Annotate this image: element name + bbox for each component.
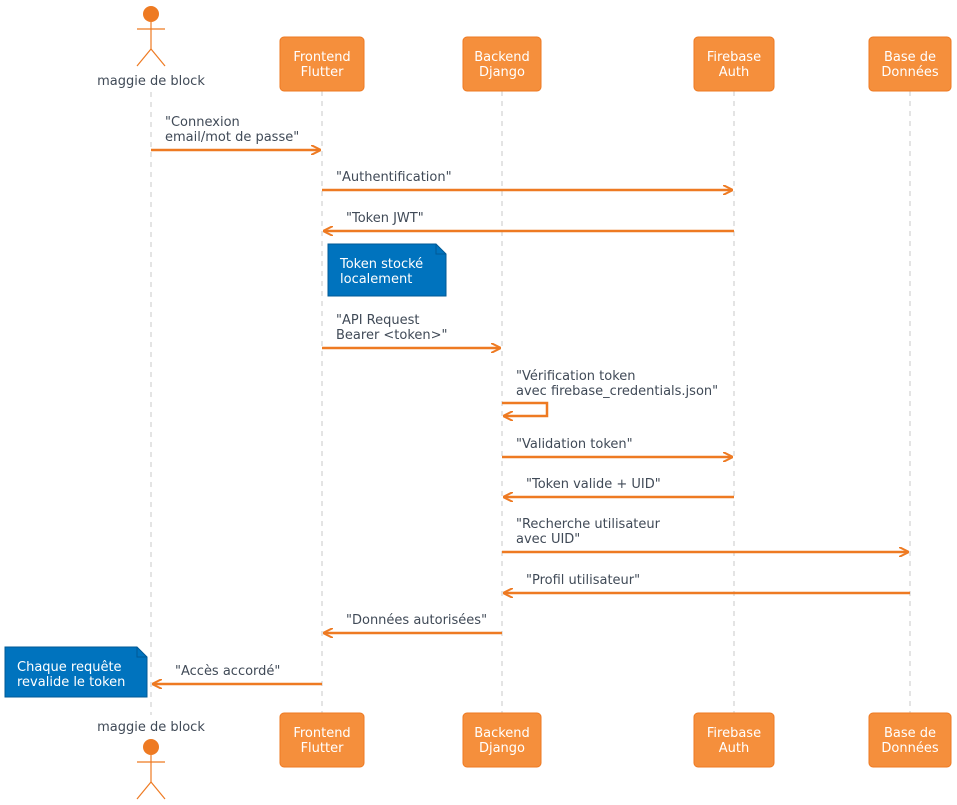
actor-head-icon [143,6,159,22]
actor-leg-left [136,48,152,67]
note-box [327,243,447,297]
participant-label-backend-bottom: Django [479,741,525,756]
actor-leg-left [136,781,152,800]
participant-box-firebase-bottom [693,712,775,768]
participant-label-db-bottom: Base de [884,726,936,741]
self-message-arrow [502,401,549,416]
actor-figure-top [136,6,166,67]
participant-box-db-bottom [868,712,952,768]
message-label: "Profil utilisateur" [526,573,640,588]
participant-box-firebase-top [693,36,775,92]
actor-leg-right [150,48,166,67]
message-label: "Token JWT" [346,211,424,226]
actor-label-bottom: maggie de block [97,720,205,735]
participant-label-backend-top: Django [479,65,525,80]
message-label: "Validation token" [516,437,633,452]
note-label: Token stocké [339,257,423,272]
participant-box-db-top [868,36,952,92]
participant-label-frontend-bottom: Frontend [293,726,350,741]
participant-label-firebase-bottom: Auth [719,741,749,756]
note-label: localement [340,272,412,287]
participant-label-firebase-top: Auth [719,65,749,80]
participant-label-frontend-bottom: Flutter [301,741,345,756]
participant-label-firebase-top: Firebase [707,50,761,65]
message-label: "API Request [336,313,419,328]
message-label: "Token valide + UID" [526,477,661,492]
participant-box-frontend-top [279,36,365,92]
message-label: "Connexion [165,115,240,130]
participant-label-backend-top: Backend [474,50,530,65]
actor-label-top: maggie de block [97,74,205,89]
message-label: avec firebase_credentials.json" [516,384,718,399]
message-label: avec UID" [516,532,580,547]
actor-figure-bottom [136,739,166,800]
message-label: email/mot de passe" [165,130,299,145]
actor-leg-right [150,781,166,800]
note-label: revalide le token [17,675,125,690]
note-label: Chaque requête [17,660,122,675]
message-label: "Recherche utilisateur [516,517,661,532]
note-fold [136,647,147,658]
actor-head-icon [143,739,159,755]
message-label: "Vérification token [516,369,636,384]
participant-label-backend-bottom: Backend [474,726,530,741]
participant-label-firebase-bottom: Firebase [707,726,761,741]
note-fold [435,244,446,255]
participant-box-backend-top [462,36,542,92]
note-box [4,646,148,698]
participant-box-frontend-bottom [279,712,365,768]
participant-box-backend-bottom [462,712,542,768]
participant-label-db-top: Données [881,65,938,80]
message-label: "Accès accordé" [175,664,280,679]
message-label: Bearer <token>" [336,328,448,343]
participant-label-db-bottom: Données [881,741,938,756]
message-label: "Authentification" [336,170,452,185]
participant-label-frontend-top: Flutter [301,65,345,80]
participant-label-db-top: Base de [884,50,936,65]
participant-label-frontend-top: Frontend [293,50,350,65]
message-label: "Données autorisées" [346,613,487,628]
